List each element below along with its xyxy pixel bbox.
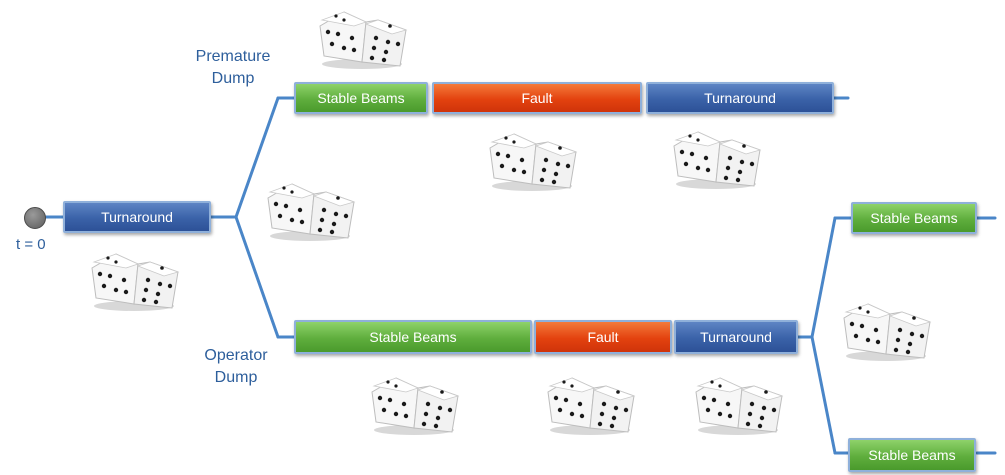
dice-icon xyxy=(690,370,786,438)
dice-icon xyxy=(314,4,410,72)
dice-icon xyxy=(668,124,764,192)
operator-fault-box: Fault xyxy=(534,320,672,354)
dice-icon xyxy=(262,176,358,244)
dice-icon xyxy=(838,296,934,364)
premature-turnaround-box: Turnaround xyxy=(646,82,834,114)
premature-stable-beams-box: Stable Beams xyxy=(294,82,428,114)
dice-icon xyxy=(86,246,182,314)
lower-stable-beams-box: Stable Beams xyxy=(848,438,976,472)
premature-fault-box: Fault xyxy=(432,82,642,114)
operator-turnaround-box: Turnaround xyxy=(674,320,798,354)
premature-dump-label: Premature Dump xyxy=(195,48,271,87)
operator-stable-beams-box: Stable Beams xyxy=(294,320,532,354)
dice-icon xyxy=(366,370,462,438)
operator-dump-label: Operator Dump xyxy=(204,347,268,386)
dice-icon xyxy=(484,126,580,194)
initial-turnaround-box: Turnaround xyxy=(63,201,211,233)
start-node xyxy=(24,207,46,229)
upper-stable-beams-box: Stable Beams xyxy=(851,202,977,234)
time-zero-label: t = 0 xyxy=(16,236,46,253)
dice-icon xyxy=(542,370,638,438)
